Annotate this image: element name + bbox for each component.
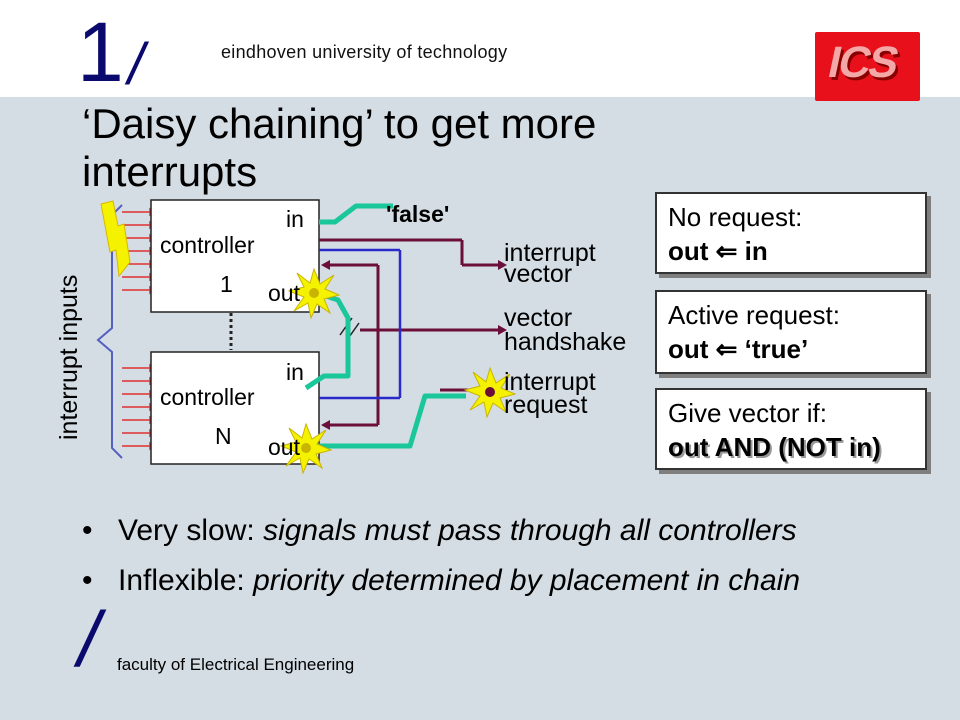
callout-active-request-title: Active request:: [668, 300, 840, 330]
controller-1-number: 1: [220, 271, 233, 297]
signal-vector-line1: interrupt: [504, 239, 596, 267]
signal-handshake-line1: vector: [504, 304, 572, 332]
daisy-chain-lines: [304, 203, 466, 449]
tue-logo-one: 1: [77, 5, 124, 99]
starburst-3: [463, 366, 517, 419]
starburst-2: [279, 422, 333, 475]
bullet-item: Inflexible: priority determined by place…: [82, 562, 932, 600]
callout-no-request: No request: out ⇐ in: [655, 192, 927, 274]
ics-logo: ICS: [815, 32, 920, 101]
controller-n-number: N: [215, 423, 232, 449]
handshake-lines: [319, 248, 402, 400]
bullet-list: Very slow: signals must pass through all…: [82, 512, 932, 612]
false-label: 'false': [386, 201, 449, 227]
controller-n-name: controller: [160, 384, 255, 410]
controller-1-out-label: out: [268, 280, 301, 306]
callout-no-request-rule: out ⇐ in: [668, 236, 768, 266]
bullet-lead: Inflexible:: [118, 564, 254, 597]
interrupt-inputs-label: interrupt inputs: [55, 275, 83, 440]
callout-give-vector-rule: out AND (NOT in): [668, 432, 881, 462]
footer-slash: /: [78, 595, 100, 683]
bullet-item: Very slow: signals must pass through all…: [82, 512, 932, 550]
vector-arrowheads: [321, 260, 507, 430]
callout-active-request: Active request: out ⇐ ‘true’: [655, 290, 927, 374]
signal-request-line2: request: [504, 391, 587, 419]
tue-logo-slash: /: [128, 32, 145, 97]
university-name: eindhoven university of technology: [221, 42, 508, 62]
controller-1-name: controller: [160, 232, 255, 258]
controller-1-box: [150, 199, 320, 313]
controller-1-in-label: in: [286, 206, 304, 232]
lightning-icon: [100, 200, 131, 278]
slide-title: ‘Daisy chaining’ to get more interrupts: [82, 100, 597, 195]
callout-active-request-rule: out ⇐ ‘true’: [668, 334, 809, 364]
callout-give-vector-title: Give vector if:: [668, 398, 827, 428]
callout-no-request-title: No request:: [668, 202, 803, 232]
controller-n-out-label: out: [268, 434, 301, 460]
signal-request-line1: interrupt: [504, 368, 596, 396]
signal-handshake-line2: handshake: [504, 328, 626, 356]
faculty-name: faculty of Electrical Engineering: [117, 655, 355, 674]
signal-vector-line2: vector: [504, 260, 572, 288]
callout-give-vector: Give vector if: out AND (NOT in): [655, 388, 927, 470]
starburst-1: [287, 267, 341, 320]
controller-n-in-label: in: [286, 359, 304, 385]
bullet-emphasis: signals must pass through all controller…: [263, 514, 797, 547]
bullet-emphasis: priority determined by placement in chai…: [253, 564, 801, 597]
bullet-lead: Very slow:: [118, 514, 264, 547]
